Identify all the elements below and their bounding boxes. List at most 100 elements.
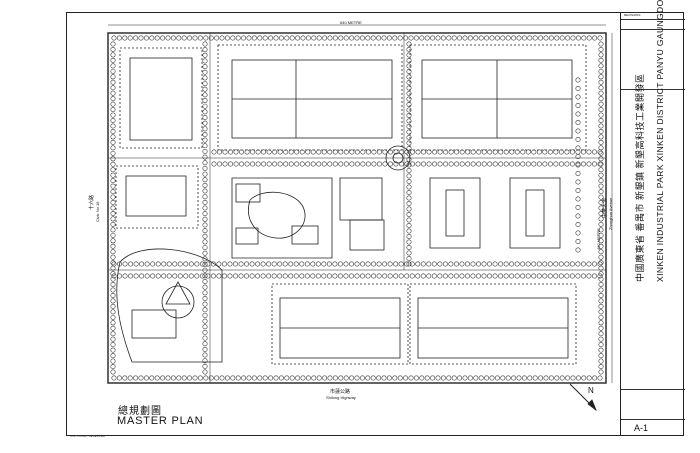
tree: [478, 35, 484, 41]
tree: [365, 375, 371, 381]
tree: [110, 309, 116, 315]
tree: [381, 35, 387, 41]
tree: [273, 35, 279, 41]
tree: [406, 80, 412, 86]
tree: [371, 161, 377, 167]
tree: [459, 273, 465, 279]
tree: [127, 375, 133, 381]
tree: [575, 120, 581, 126]
tree: [443, 149, 449, 155]
tree: [277, 273, 283, 279]
tree: [282, 261, 288, 267]
road-right-cn: 中華大道: [602, 197, 608, 218]
tree: [598, 150, 604, 156]
tree: [409, 273, 415, 279]
tree: [332, 273, 338, 279]
tree: [575, 128, 581, 134]
tree: [233, 261, 239, 267]
tree: [459, 161, 465, 167]
tree: [509, 273, 515, 279]
tree: [110, 276, 116, 282]
tree: [271, 273, 277, 279]
tree: [277, 161, 283, 167]
tree: [554, 375, 560, 381]
tree: [424, 35, 430, 41]
tree: [305, 35, 311, 41]
tree: [239, 161, 245, 167]
tree: [569, 161, 575, 167]
tree: [110, 68, 116, 74]
tree: [598, 282, 604, 288]
tree: [233, 149, 239, 155]
tree: [149, 35, 155, 41]
tree: [575, 188, 581, 194]
tree: [393, 273, 399, 279]
tree: [437, 273, 443, 279]
tree: [192, 35, 198, 41]
tree: [365, 273, 371, 279]
tree: [569, 273, 575, 279]
tree: [548, 375, 554, 381]
tree: [376, 161, 382, 167]
tree: [440, 375, 446, 381]
tree: [111, 375, 117, 381]
tree: [110, 303, 116, 309]
tree: [397, 375, 403, 381]
tree: [464, 273, 470, 279]
tree: [547, 161, 553, 167]
tree: [592, 35, 598, 41]
tree: [244, 161, 250, 167]
tree: [110, 145, 116, 151]
tree: [586, 273, 592, 279]
tree: [202, 312, 208, 318]
tree: [498, 261, 504, 267]
tree: [575, 230, 581, 236]
tree: [110, 189, 116, 195]
tree: [406, 146, 412, 152]
tree: [289, 375, 295, 381]
tree: [598, 68, 604, 74]
tree: [150, 273, 156, 279]
tree: [311, 375, 317, 381]
tree: [426, 261, 432, 267]
tree: [289, 35, 295, 41]
tree: [531, 261, 537, 267]
tree: [382, 149, 388, 155]
tree: [300, 35, 306, 41]
tree: [397, 35, 403, 41]
tree: [598, 123, 604, 129]
tree: [442, 261, 448, 267]
tree: [575, 179, 581, 185]
tree: [598, 139, 604, 145]
tree: [202, 92, 208, 98]
tree: [327, 149, 333, 155]
tree: [288, 273, 294, 279]
tree: [598, 46, 604, 52]
tree: [598, 227, 604, 233]
tree: [202, 352, 208, 358]
tree: [133, 261, 139, 267]
tree: [598, 112, 604, 118]
tree: [110, 292, 116, 298]
tree: [426, 149, 432, 155]
tree: [598, 52, 604, 58]
tree: [382, 161, 388, 167]
tree: [575, 261, 581, 267]
tree: [246, 35, 252, 41]
tree: [122, 35, 128, 41]
tree: [202, 115, 208, 121]
tree: [536, 149, 542, 155]
tree: [266, 273, 272, 279]
tree: [408, 375, 414, 381]
tree: [575, 247, 581, 253]
tree: [110, 298, 116, 304]
tree: [382, 261, 388, 267]
tree: [216, 261, 222, 267]
building-a: [129, 57, 193, 141]
tree: [110, 369, 116, 375]
tree: [202, 273, 208, 279]
tree: [598, 353, 604, 359]
tree: [249, 261, 255, 267]
tree: [503, 161, 509, 167]
tree: [161, 261, 167, 267]
